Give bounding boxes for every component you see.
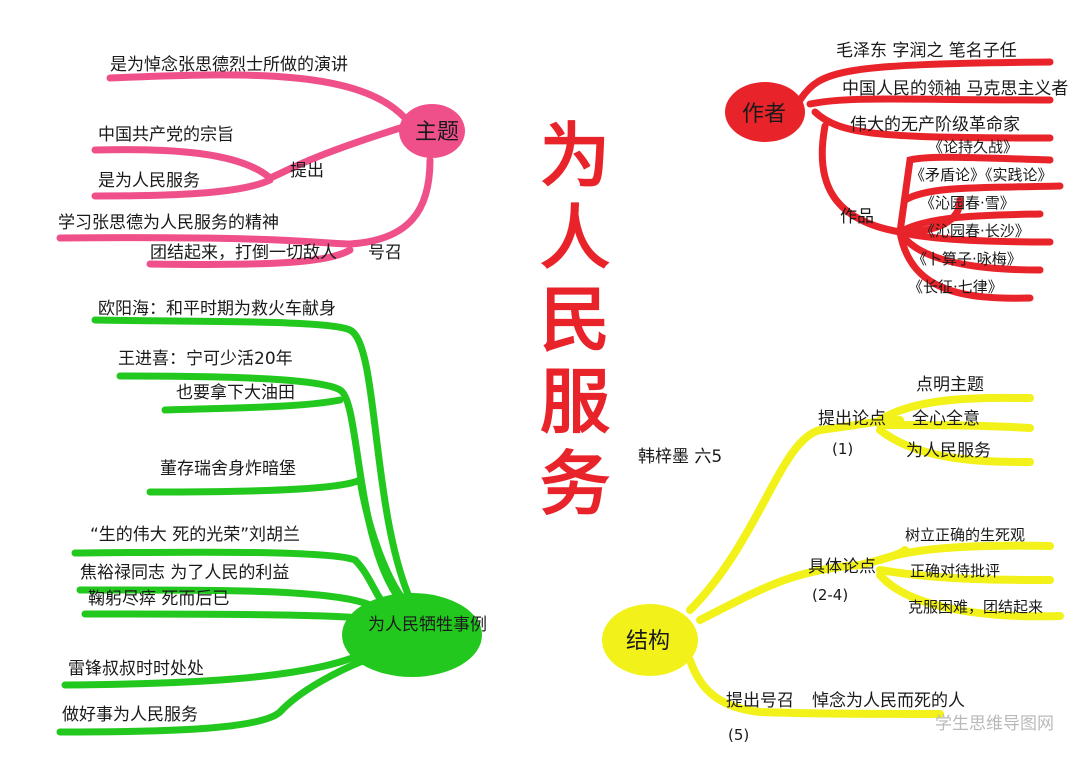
structure-part3-num: (5) xyxy=(728,726,749,744)
example-6: 焦裕禄同志 为了人民的利益 xyxy=(80,563,289,583)
author-line-2 xyxy=(806,95,1054,108)
structure-branch: 结构 提出论点 (1) 点明主题 全心全意 为人民服务 具体论点 (2-4) 树… xyxy=(602,375,1064,744)
works-line-2 xyxy=(901,182,1064,204)
author-signature: 韩梓墨 六5 xyxy=(638,447,722,467)
st-line-1 xyxy=(686,416,904,614)
works-line-1 xyxy=(896,153,1054,236)
theme-branch: 主题 是为悼念张思德烈士所做的演讲 中国共产党的宗旨 是为人民服务 提出 学习张… xyxy=(56,54,465,268)
theme-line-3 xyxy=(91,176,274,200)
author-line-3 xyxy=(811,108,1054,142)
st-line-2b xyxy=(876,566,1054,584)
author-line-1 xyxy=(796,58,1054,104)
examples-node-label: 为人民牺牲事例 xyxy=(368,615,487,635)
watermark: 学生思维导图网 xyxy=(935,714,1054,734)
structure-part2-num: (2-4) xyxy=(812,586,848,604)
structure-part1-item-1: 点明主题 xyxy=(916,375,984,395)
theme-line-4 xyxy=(56,156,434,248)
ex-line-8 xyxy=(61,651,364,689)
structure-part2-item-2: 正确对待批评 xyxy=(910,562,1000,580)
example-5: “生的伟大 死的光荣”刘胡兰 xyxy=(90,525,300,545)
author-item-2: 中国人民的领袖 马克思主义者 xyxy=(842,79,1068,99)
st-line-1b xyxy=(876,421,1034,432)
structure-part2-item-3: 克服困难，团结起来 xyxy=(908,598,1043,616)
title-char-5: 务 xyxy=(540,442,610,525)
examples-node xyxy=(342,593,482,677)
works-line-5 xyxy=(896,228,1044,274)
theme-item-1: 是为悼念张思德烈士所做的演讲 xyxy=(110,54,348,75)
theme-sub-tichu: 提出 xyxy=(290,161,324,181)
example-1: 欧阳海：和平时期为救火车献身 xyxy=(98,299,336,319)
structure-node xyxy=(602,604,698,676)
example-2: 王进喜：宁可少活20年 xyxy=(118,349,293,369)
works-label: 作品 xyxy=(840,207,874,227)
ex-line-4 xyxy=(146,474,404,599)
st-line-3 xyxy=(686,656,944,718)
theme-line-1 xyxy=(106,71,409,122)
work-6: 《长征·七律》 xyxy=(908,278,1003,296)
structure-part2-item-1: 树立正确的生死观 xyxy=(905,526,1025,544)
ex-line-9 xyxy=(56,656,369,736)
theme-line-5 xyxy=(146,246,354,268)
st-line-2a xyxy=(876,541,1054,564)
title-char-1: 为 xyxy=(540,114,610,197)
structure-node-label: 结构 xyxy=(626,629,670,654)
author-item-3: 伟大的无产阶级革命家 xyxy=(850,115,1020,135)
author-node-label: 作者 xyxy=(742,102,786,127)
central-title: 为 人 民 服 务 xyxy=(540,114,610,525)
title-char-3: 民 xyxy=(540,278,610,361)
theme-node-label: 主题 xyxy=(415,120,459,145)
structure-part1-item-2: 全心全意 xyxy=(912,409,980,429)
example-3: 也要拿下大油田 xyxy=(176,382,295,403)
author-item-1: 毛泽东 字润之 笔名子任 xyxy=(836,41,1017,61)
work-2: 《矛盾论》《实践论》 xyxy=(910,166,1053,184)
st-line-1c xyxy=(876,426,1034,466)
title-char-4: 服 xyxy=(540,360,610,443)
title-char-2: 人 xyxy=(540,196,610,279)
structure-part1-item-3: 为人民服务 xyxy=(906,441,991,461)
st-line-1a xyxy=(876,393,1034,424)
structure-part1-label: 提出论点 xyxy=(818,409,886,429)
author-node xyxy=(725,82,805,142)
works-line-6 xyxy=(896,228,1034,302)
example-7: 鞠躬尽瘁 死而后已 xyxy=(88,589,229,609)
ex-line-3 xyxy=(161,396,344,414)
ex-line-7 xyxy=(81,610,364,622)
works-line-3 xyxy=(896,210,1044,236)
work-4: 《沁园春·长沙》 xyxy=(920,222,1030,240)
example-4: 董存瑞舍身炸暗堡 xyxy=(160,459,296,479)
structure-part3-label: 提出号召 xyxy=(726,691,794,711)
structure-part3-text: 悼念为人民而死的人 xyxy=(812,690,965,711)
ex-line-1 xyxy=(91,316,419,614)
ex-line-6 xyxy=(76,586,374,609)
structure-part1-num: (1) xyxy=(832,440,853,458)
works-line-4 xyxy=(896,228,1054,246)
theme-node xyxy=(399,104,465,158)
examples-branch: 为人民牺牲事例 欧阳海：和平时期为救火车献身 王进喜：宁可少活20年 也要拿下大… xyxy=(56,299,487,736)
theme-item-5: 团结起来，打倒一切敌人 xyxy=(150,243,337,263)
structure-part2-label: 具体论点 xyxy=(808,557,876,577)
work-3: 《沁园春·雪》 xyxy=(920,194,1015,212)
theme-sub-haozhao: 号召 xyxy=(368,243,402,263)
theme-item-2: 中国共产党的宗旨 xyxy=(98,125,234,145)
example-9: 做好事为人民服务 xyxy=(62,705,198,725)
st-line-2c xyxy=(876,571,1064,621)
example-8: 雷锋叔叔时时处处 xyxy=(68,659,204,679)
ex-line-5 xyxy=(71,548,389,609)
author-branch: 作者 毛泽东 字润之 笔名子任 中国人民的领袖 马克思主义者 伟大的无产阶级革命… xyxy=(725,41,1068,302)
theme-item-4: 学习张思德为人民服务的精神 xyxy=(58,213,279,233)
work-5: 《卜算子·咏梅》 xyxy=(912,250,1022,268)
theme-item-3: 是为人民服务 xyxy=(98,171,200,191)
work-1: 《论持久战》 xyxy=(928,138,1018,156)
